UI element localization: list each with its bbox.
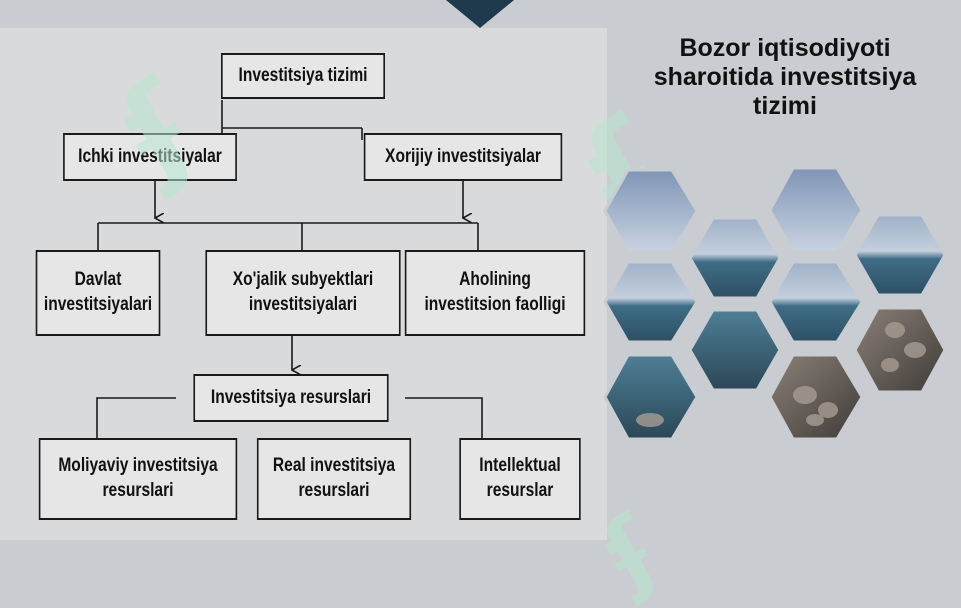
watermark-mark: ʄ bbox=[586, 497, 673, 608]
hex-tile-sky bbox=[768, 166, 864, 254]
hex-tile-sea bbox=[768, 260, 864, 344]
diagram-panel: Investitsiya tizimi Ichki investitsiyala… bbox=[0, 28, 607, 540]
line-root-xorijiy bbox=[221, 100, 363, 140]
hex-tile-sea bbox=[603, 260, 699, 344]
page-title: Bozor iqtisodiyoti sharoitida investitsi… bbox=[653, 34, 917, 120]
box-ichki-investitsiyalar: Ichki investitsiyalar bbox=[63, 133, 237, 181]
top-notch-decoration bbox=[446, 0, 514, 28]
hex-tile-rocks bbox=[768, 353, 864, 441]
box-davlat-investitsiyalari: Davlat investitsiyalari bbox=[35, 250, 161, 336]
hex-tile-rocks bbox=[853, 306, 947, 394]
line-resurslar-intellektual bbox=[405, 397, 483, 440]
box-xojalik-subyektlari: Xo'jalik subyektlari investitsiyalari bbox=[205, 250, 401, 336]
hex-tile-sea bbox=[853, 213, 947, 297]
box-aholining-investitsion-faolligi: Aholining investitsion faolligi bbox=[404, 250, 586, 336]
box-investitsiya-tizimi: Investitsiya tizimi bbox=[221, 53, 385, 99]
line-level2-bus bbox=[97, 222, 479, 250]
box-real-investitsiya-resurslari: Real investitsiya resurslari bbox=[256, 438, 412, 520]
box-investitsiya-resurslari: Investitsiya resurslari bbox=[193, 374, 389, 422]
hex-tile-water bbox=[688, 308, 782, 392]
hex-tile-sea bbox=[688, 216, 782, 300]
connector-lines bbox=[96, 100, 483, 440]
box-xorijiy-investitsiyalar: Xorijiy investitsiyalar bbox=[363, 133, 563, 181]
line-resurslar-moliyaviy bbox=[96, 397, 176, 440]
box-intellektual-resurslar: Intellektual resurslar bbox=[459, 438, 581, 520]
box-moliyaviy-investitsiya-resurslari: Moliyaviy investitsiya resurslari bbox=[38, 438, 238, 520]
hex-tile-water bbox=[603, 353, 699, 441]
